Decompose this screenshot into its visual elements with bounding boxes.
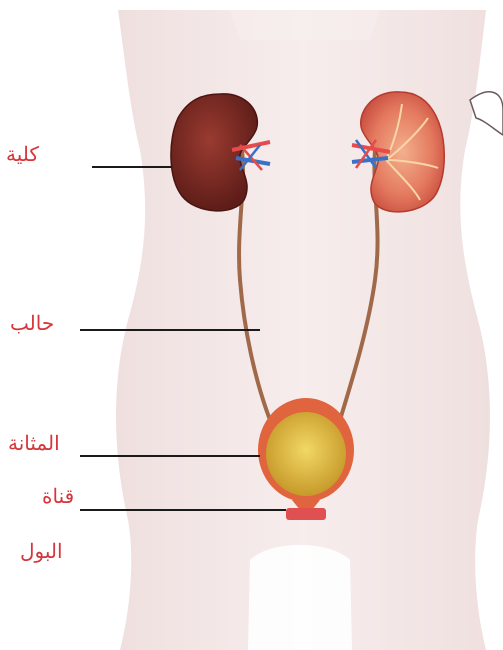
- label-urethra-line2: البول: [20, 539, 63, 563]
- label-kidney: كلية: [6, 142, 39, 166]
- label-ureter: حالب: [10, 311, 54, 335]
- label-bladder: المثانة: [8, 431, 60, 455]
- label-urethra-line1: قناة: [42, 484, 74, 508]
